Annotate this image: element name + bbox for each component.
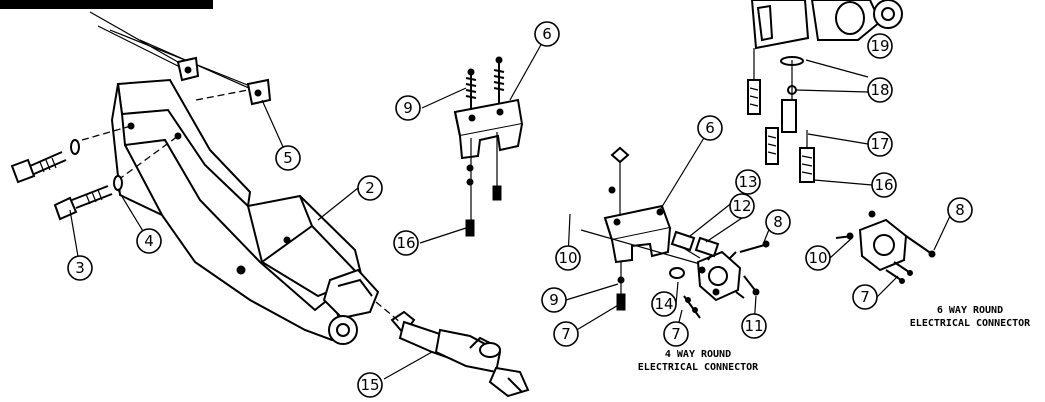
callout-10-left: 10 xyxy=(555,245,581,271)
svg-text:4: 4 xyxy=(144,232,154,250)
svg-text:12: 12 xyxy=(732,197,751,215)
hitch-pin-assembly xyxy=(747,0,903,183)
svg-text:11: 11 xyxy=(744,317,763,335)
svg-text:7: 7 xyxy=(671,325,681,343)
callout-8-left: 8 xyxy=(765,209,791,235)
callout-11: 11 xyxy=(741,313,767,339)
callout-18: 18 xyxy=(867,77,893,103)
callouts: 2 3 4 5 6 6 9 9 16 16 15 10 10 7 7 7 14 … xyxy=(67,21,973,398)
callout-15: 15 xyxy=(357,372,383,398)
svg-text:19: 19 xyxy=(870,37,889,55)
svg-text:5: 5 xyxy=(283,149,293,167)
four-way-connector xyxy=(669,230,770,319)
caption-6-way-line2: ELECTRICAL CONNECTOR xyxy=(910,318,1031,329)
callout-7-center: 7 xyxy=(663,321,689,347)
caption-6-way: 6 WAY ROUND ELECTRICAL CONNECTOR xyxy=(910,305,1031,329)
svg-text:8: 8 xyxy=(773,213,783,231)
svg-text:17: 17 xyxy=(870,135,889,153)
callout-9-upper: 9 xyxy=(395,95,421,121)
callout-16-lower: 16 xyxy=(871,172,897,198)
clamp-plate-lower xyxy=(580,146,701,311)
mounting-bracket xyxy=(81,11,380,345)
callout-10-right: 10 xyxy=(805,245,831,271)
caption-4-way: 4 WAY ROUND ELECTRICAL CONNECTOR xyxy=(638,349,759,373)
six-way-connector xyxy=(835,210,936,284)
callout-12: 12 xyxy=(729,193,755,219)
svg-text:16: 16 xyxy=(396,234,415,252)
callout-6-upper: 6 xyxy=(534,21,560,47)
svg-text:10: 10 xyxy=(558,249,577,267)
callout-14: 14 xyxy=(651,291,677,317)
callout-9-lower: 9 xyxy=(541,287,567,313)
svg-text:3: 3 xyxy=(75,259,85,277)
callout-17: 17 xyxy=(867,131,893,157)
callout-7-right: 7 xyxy=(852,284,878,310)
callout-13: 13 xyxy=(735,169,761,195)
clamp-plate-upper xyxy=(453,56,524,237)
callout-4: 4 xyxy=(136,228,162,254)
callout-3: 3 xyxy=(67,255,93,281)
callout-8-right: 8 xyxy=(947,197,973,223)
svg-text:15: 15 xyxy=(360,376,379,394)
callout-19: 19 xyxy=(867,33,893,59)
caption-6-way-line1: 6 WAY ROUND xyxy=(937,305,1003,316)
svg-text:6: 6 xyxy=(705,119,715,137)
svg-text:7: 7 xyxy=(860,288,870,306)
caption-4-way-line2: ELECTRICAL CONNECTOR xyxy=(638,362,759,373)
svg-text:7: 7 xyxy=(561,325,571,343)
header-bar xyxy=(0,0,213,9)
callout-6-lower: 6 xyxy=(697,115,723,141)
caption-4-way-line1: 4 WAY ROUND xyxy=(665,349,731,360)
callout-5: 5 xyxy=(275,145,301,171)
svg-text:16: 16 xyxy=(874,176,893,194)
svg-text:9: 9 xyxy=(403,99,413,117)
svg-text:9: 9 xyxy=(549,291,559,309)
svg-text:8: 8 xyxy=(955,201,965,219)
callout-7-left: 7 xyxy=(553,321,579,347)
svg-text:14: 14 xyxy=(654,295,673,313)
callout-2: 2 xyxy=(357,175,383,201)
svg-text:18: 18 xyxy=(870,81,889,99)
svg-text:13: 13 xyxy=(738,173,757,191)
bracket-bolts xyxy=(10,139,123,221)
svg-text:2: 2 xyxy=(365,179,375,197)
svg-text:10: 10 xyxy=(808,249,827,267)
svg-text:6: 6 xyxy=(542,25,552,43)
leader-lines xyxy=(69,33,951,380)
swing-cylinder xyxy=(375,301,530,398)
callout-16-upper: 16 xyxy=(393,230,419,256)
